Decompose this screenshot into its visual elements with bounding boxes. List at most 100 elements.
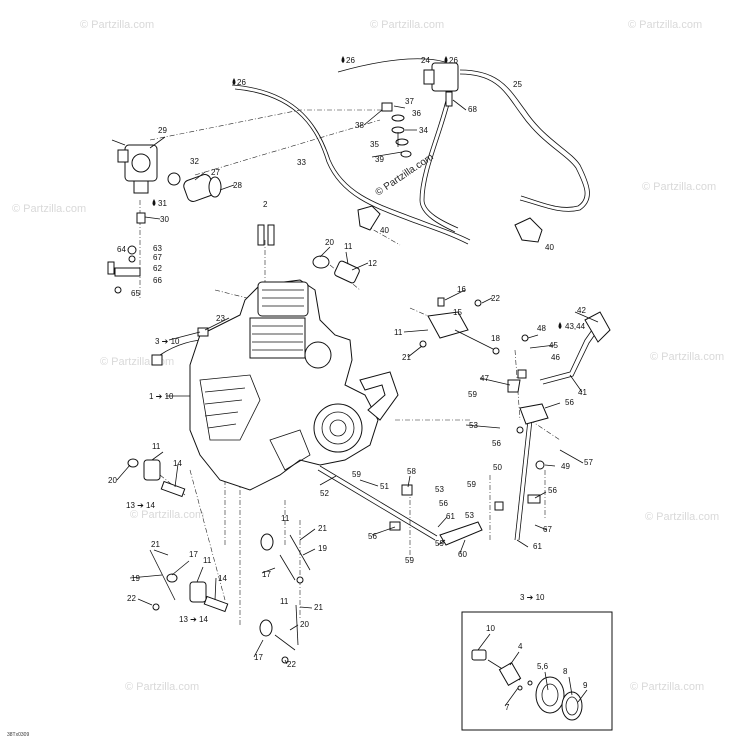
callout: 17: [254, 653, 263, 662]
pressure-sensor-stack: [381, 102, 412, 158]
callout: 23: [216, 314, 225, 323]
callout: 39: [375, 155, 384, 164]
callout: 2: [263, 200, 268, 209]
callout: 32: [190, 157, 199, 166]
svg-text:© Partzilla.com: © Partzilla.com: [100, 356, 174, 368]
callout: 56: [439, 499, 448, 508]
callout: 20: [325, 238, 334, 247]
callout: 34: [419, 126, 428, 135]
callout: 21: [151, 540, 160, 549]
oil-drop-icon: [444, 56, 448, 63]
callout: 11: [394, 328, 403, 337]
callout: 13 ➔ 14: [179, 615, 208, 624]
svg-text:© Partzilla.com: © Partzilla.com: [12, 203, 86, 215]
spark-plugs: [257, 224, 275, 246]
callout: 41: [578, 388, 587, 397]
cylinder: [249, 317, 306, 359]
svg-text:© Partzilla.com: © Partzilla.com: [650, 351, 724, 363]
intake-adapter: [167, 172, 222, 202]
callout: 36: [412, 109, 421, 118]
callout: 65: [131, 289, 140, 298]
callout: 37: [405, 97, 414, 106]
callout: 38: [355, 121, 364, 130]
callout: 17: [189, 550, 198, 559]
vent-hose: [459, 69, 590, 212]
callout: 50: [493, 463, 502, 472]
callout: 62: [153, 264, 162, 273]
watermark-layer: © Partzilla.com © Partzilla.com © Partzi…: [12, 19, 724, 693]
cables: [159, 58, 590, 356]
callout: 56: [565, 398, 574, 407]
rewind-handle: [359, 371, 399, 421]
callout: 4: [518, 642, 523, 651]
callout: 46: [551, 353, 560, 362]
callout: 3 ➔ 10: [155, 337, 180, 346]
callout: 51: [380, 482, 389, 491]
callout: 22: [127, 594, 136, 603]
linkage-rod: [317, 465, 438, 541]
callout: 28: [233, 181, 242, 190]
oil-drop-icon: [152, 199, 156, 206]
svg-text:© Partzilla.com: © Partzilla.com: [645, 511, 719, 523]
callout: 47: [480, 374, 489, 383]
svg-text:© Partzilla.com: © Partzilla.com: [642, 181, 716, 193]
callout: 52: [320, 489, 329, 498]
ignition-coil: [423, 62, 459, 107]
callout: 20: [300, 620, 309, 629]
callout: 21: [314, 603, 323, 612]
callout: 53: [435, 485, 444, 494]
callout: 53: [465, 511, 474, 520]
callout: 20: [108, 476, 117, 485]
callout: 21: [318, 524, 327, 533]
callout: 66: [153, 276, 162, 285]
callout: 59: [405, 556, 414, 565]
callout: 11: [280, 597, 289, 606]
callout: 1 ➔ 10: [149, 392, 174, 401]
callout: 11: [203, 556, 212, 565]
callout: 40: [545, 243, 554, 252]
callout: 59: [467, 480, 476, 489]
callout: 14: [218, 574, 227, 583]
callout: 22: [287, 660, 296, 669]
svg-text:© Partzilla.com: © Partzilla.com: [125, 681, 199, 693]
callout: 59: [468, 390, 477, 399]
svg-text:© Partzilla.com: © Partzilla.com: [628, 19, 702, 31]
gasket-left: [357, 205, 381, 231]
engine-assembly: [189, 279, 379, 491]
callout: 3 ➔ 10: [520, 593, 545, 602]
drawing-code: 38Tx0309: [7, 732, 29, 738]
callout-labels: 26 26 26 24 25 37 36 38 35 34 39 68 33 2…: [108, 56, 593, 712]
callout: 9: [583, 681, 588, 690]
callout: 56: [368, 532, 377, 541]
callout: 11: [344, 242, 353, 251]
callout: 19: [318, 544, 327, 553]
callout: 29: [158, 126, 167, 135]
callout: 16: [457, 285, 466, 294]
callout: 25: [513, 80, 522, 89]
callout: 5,6: [537, 662, 549, 671]
throttle-cable: [231, 84, 471, 241]
engine-mount-rear: [259, 604, 299, 664]
callout: 67: [543, 525, 552, 534]
leader-lines: [116, 99, 599, 707]
callout: 11: [152, 442, 161, 451]
callout: 67: [153, 253, 162, 262]
callout: 14: [173, 459, 182, 468]
oil-filter-cap: [312, 255, 360, 284]
gasket-right: [514, 217, 543, 243]
callout: 43,44: [565, 322, 586, 331]
callout: 31: [158, 199, 167, 208]
callout: 13 ➔ 14: [126, 501, 155, 510]
callout: 60: [458, 550, 467, 559]
lower-bracket: [439, 521, 483, 546]
inset-rewind-starter: [461, 611, 613, 731]
oil-drop-icon: [232, 78, 236, 85]
callout: 59: [352, 470, 361, 479]
callout: 26: [449, 56, 458, 65]
callout: 21: [402, 353, 411, 362]
callout: 17: [262, 570, 271, 579]
callout: 40: [380, 226, 389, 235]
callout: 18: [491, 334, 500, 343]
callout: 26: [346, 56, 355, 65]
